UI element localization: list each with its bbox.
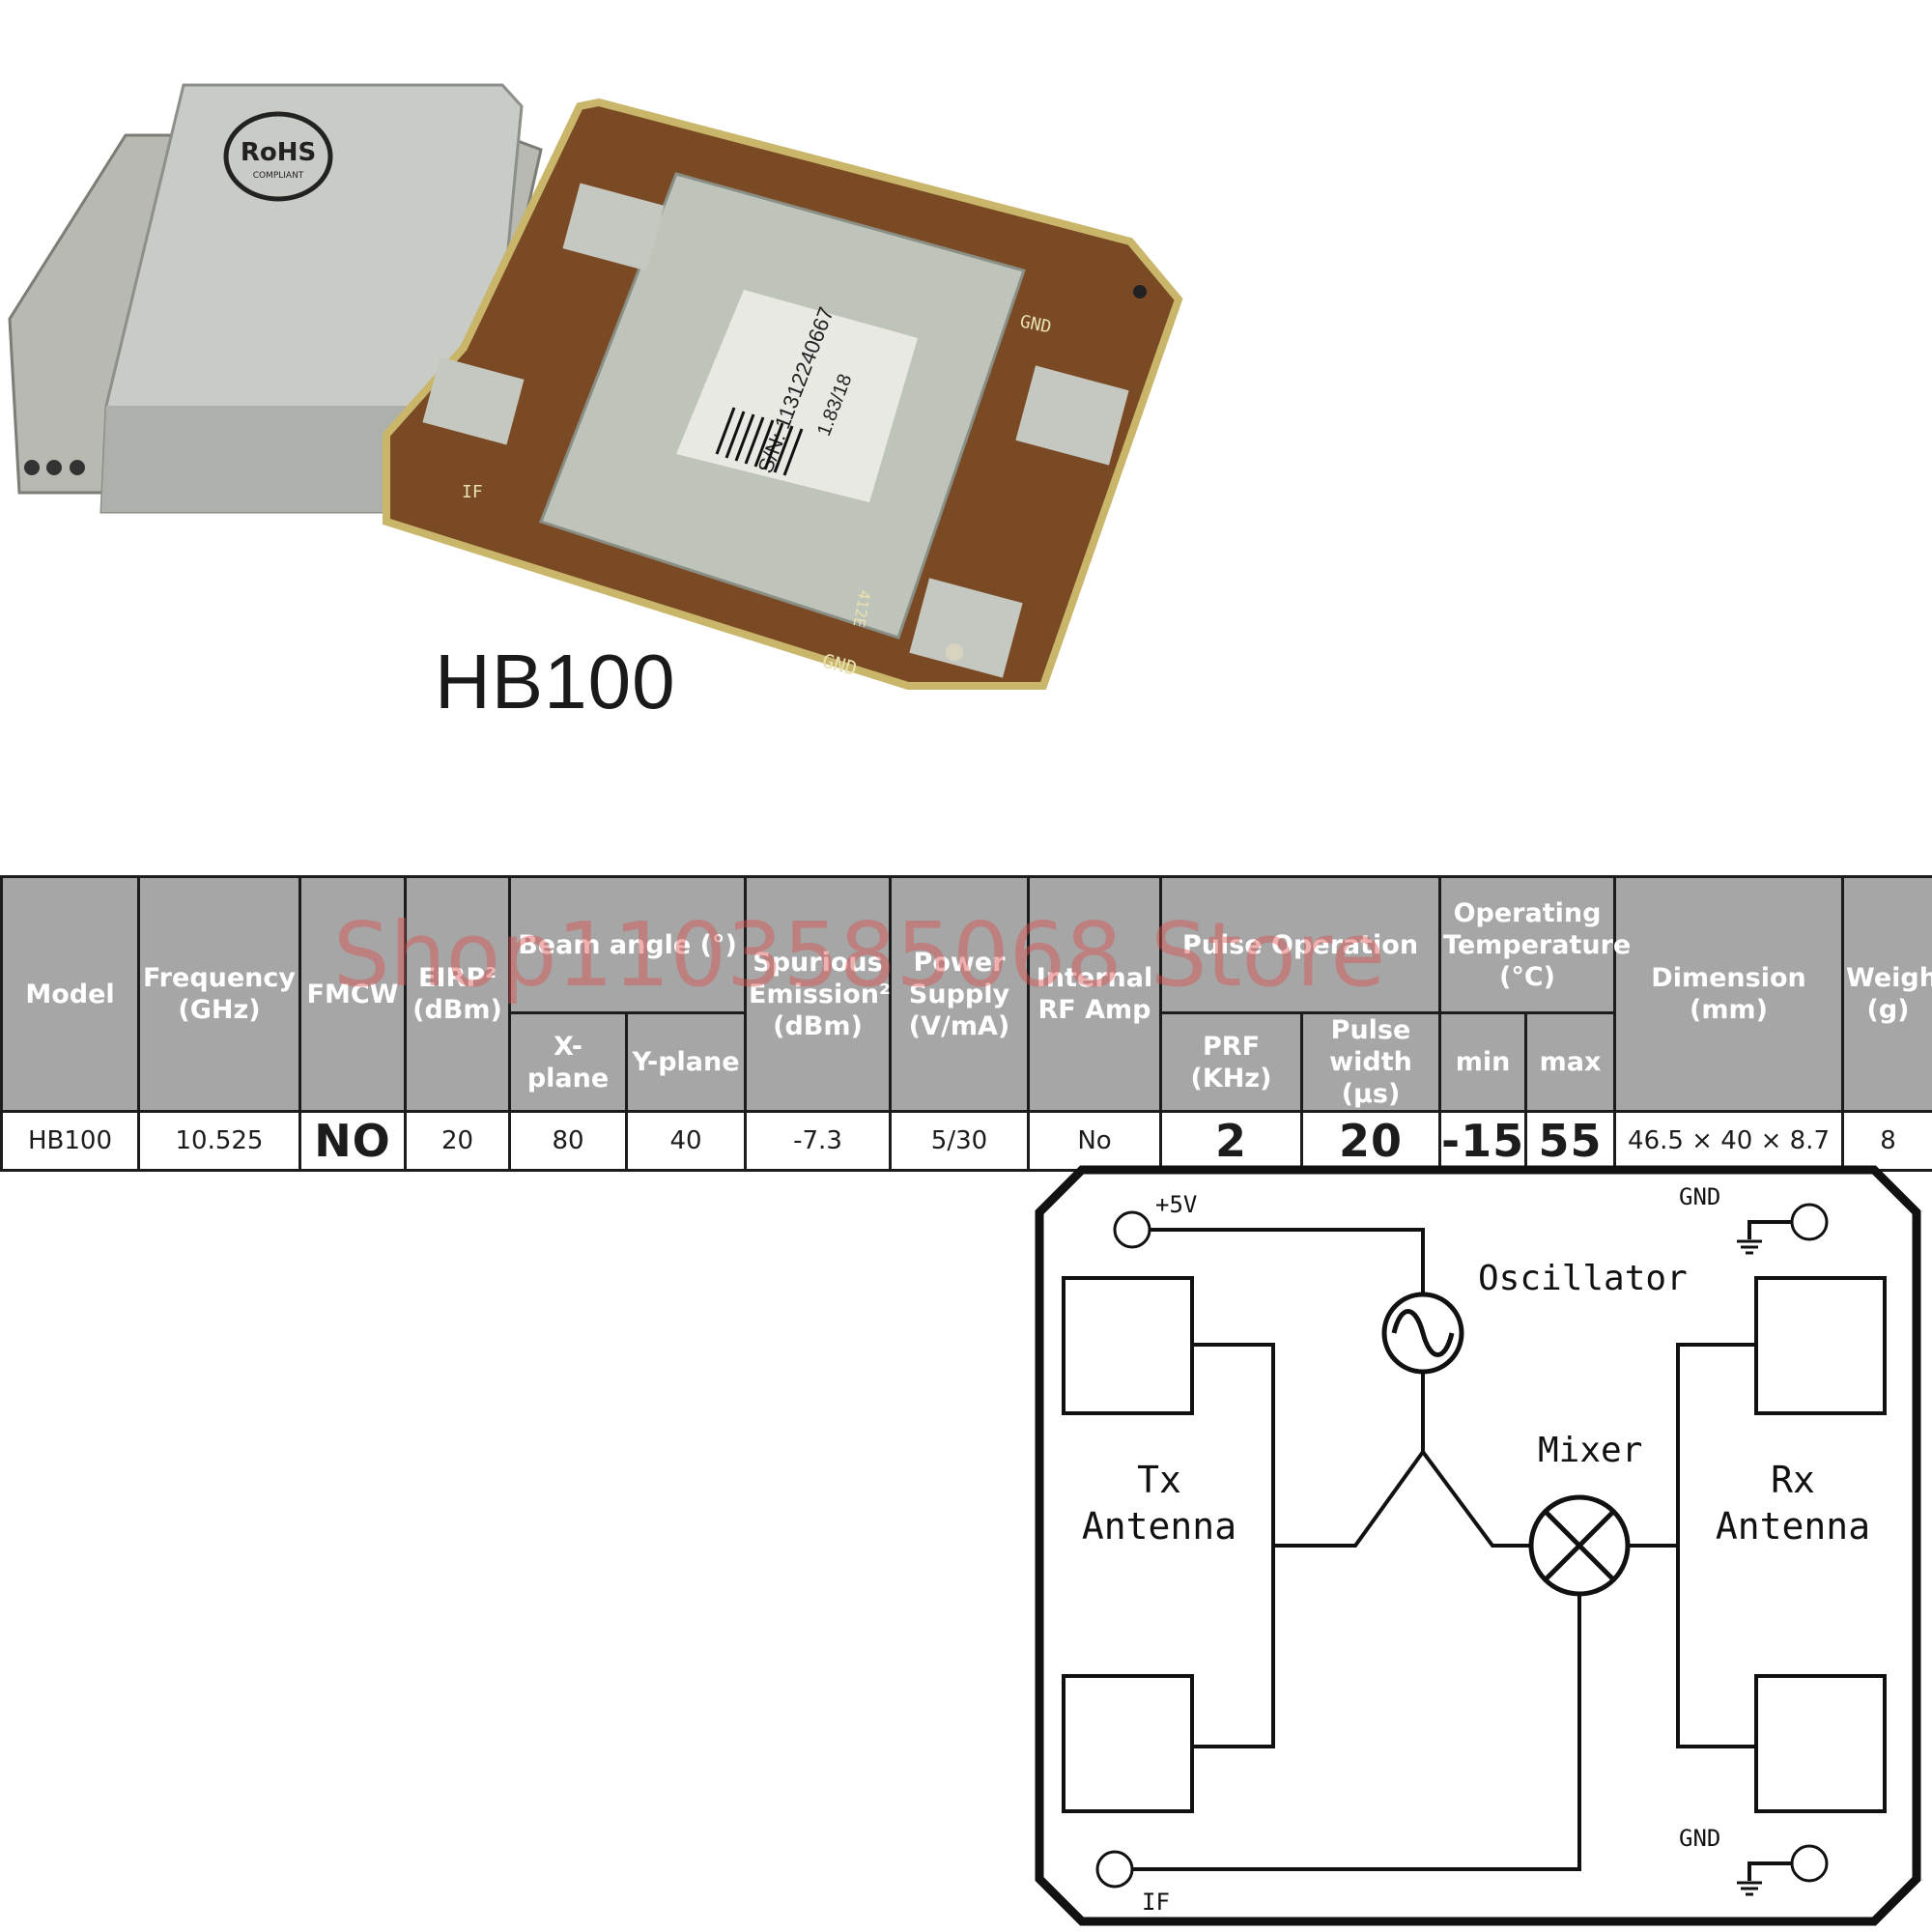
table-header-row: Model Frequency (GHz) FMCW EIRP² (dBm) B… xyxy=(0,875,1932,1113)
rx-label-line2: Antenna xyxy=(1716,1505,1870,1548)
cell-temp-max: 55 xyxy=(1524,1111,1617,1172)
wiring xyxy=(1115,1220,1804,1881)
terminal-gnd-top xyxy=(1790,1203,1829,1241)
header-spurious: Spurious Emission² (dBm) xyxy=(744,875,892,1113)
header-internal-rf-amp: Internal RF Amp xyxy=(1027,875,1162,1113)
header-model: Model xyxy=(0,875,140,1113)
header-temp-min: min xyxy=(1438,1011,1528,1113)
oscillator-label: Oscillator xyxy=(1478,1259,1688,1298)
mixer-icon xyxy=(1528,1494,1631,1597)
header-pulse-operation: Pulse Operation xyxy=(1158,875,1442,1014)
header-x-plane: X-plane xyxy=(508,1011,628,1113)
table-subheader-row: X-plane Y-plane PRF (KHz) Pulse width (µ… xyxy=(2,1011,1932,1113)
board-outline xyxy=(1035,1165,1921,1926)
oscillator-icon xyxy=(1381,1292,1464,1375)
header-pulse-width: Pulse width (µs) xyxy=(1299,1011,1442,1113)
cell-fmcw: NO xyxy=(298,1111,407,1172)
cell-eirp: 20 xyxy=(404,1111,511,1172)
cell-y-plane: 40 xyxy=(625,1111,747,1172)
header-beam-angle: Beam angle (°) xyxy=(508,875,747,1014)
terminal-5v xyxy=(1113,1210,1151,1249)
header-temp-max: max xyxy=(1524,1011,1617,1113)
cell-internal-rf-amp: No xyxy=(1027,1111,1162,1172)
supply-label: +5V xyxy=(1155,1191,1197,1218)
front-pcb: S/N: 11312240667 1.83/18 GND GND IF 412E xyxy=(383,98,1183,690)
cell-spurious: -7.3 xyxy=(744,1111,892,1172)
cell-frequency: 10.525 xyxy=(137,1111,301,1172)
cell-power-supply: 5/30 xyxy=(889,1111,1030,1172)
header-power-supply: Power Supply (V/mA) xyxy=(889,875,1030,1113)
header-weight: Weight (g) xyxy=(1841,875,1932,1113)
tx-patch-top xyxy=(1062,1276,1194,1415)
rohs-sub-text: COMPLIANT xyxy=(253,171,304,181)
header-prf: PRF (KHz) xyxy=(1159,1011,1303,1113)
header-dimension: Dimension (mm) xyxy=(1613,875,1845,1113)
rx-patch-bottom xyxy=(1754,1674,1887,1813)
tx-label-line2: Antenna xyxy=(1082,1505,1236,1548)
mixer-label: Mixer xyxy=(1538,1431,1642,1470)
barcode xyxy=(715,407,804,476)
ground-icon xyxy=(1737,1239,1762,1255)
terminal-gnd-bottom xyxy=(1790,1844,1829,1883)
cell-pulse-width: 20 xyxy=(1299,1111,1442,1172)
rx-label-line1: Rx xyxy=(1771,1459,1815,1501)
rx-patch-top xyxy=(1754,1276,1887,1415)
rohs-text: RoHS xyxy=(241,138,316,167)
cell-temp-min: -15 xyxy=(1438,1111,1528,1172)
cell-prf: 2 xyxy=(1159,1111,1303,1172)
cell-x-plane: 80 xyxy=(508,1111,628,1172)
tx-patch-bottom xyxy=(1062,1674,1194,1813)
hb100-product-photo: RoHS COMPLIANT S/N: 11312240667 1.83/18 … xyxy=(8,83,1183,690)
ground-icon xyxy=(1737,1881,1762,1896)
cell-model: HB100 xyxy=(0,1111,140,1172)
cell-weight: 8 xyxy=(1841,1111,1932,1172)
header-fmcw: FMCW xyxy=(298,875,407,1113)
gnd-bottom-label: GND xyxy=(1679,1825,1720,1852)
if-label: IF xyxy=(1142,1889,1170,1916)
spec-table: Model Frequency (GHz) FMCW EIRP² (dBm) B… xyxy=(0,875,1932,1172)
block-diagram: +5V GND GND Oscillator Mixer Tx Antenna … xyxy=(1035,1165,1921,1926)
header-operating-temp: Operating Temperature (°C) xyxy=(1438,875,1631,1014)
cell-dimension: 46.5 × 40 × 8.7 xyxy=(1613,1111,1845,1172)
header-frequency: Frequency (GHz) xyxy=(137,875,301,1113)
gnd-top-label: GND xyxy=(1679,1183,1720,1210)
header-eirp: EIRP² (dBm) xyxy=(404,875,511,1113)
rohs-logo: RoHS COMPLIANT xyxy=(223,111,333,202)
product-caption: HB100 xyxy=(435,639,676,724)
header-y-plane: Y-plane xyxy=(625,1011,747,1113)
tx-label-line1: Tx xyxy=(1137,1459,1181,1501)
terminal-if xyxy=(1095,1850,1134,1889)
pcb-if-label: IF xyxy=(462,482,483,502)
table-row: HB100 10.525 NO 20 80 40 -7.3 5/30 No 2 … xyxy=(0,1111,1932,1172)
